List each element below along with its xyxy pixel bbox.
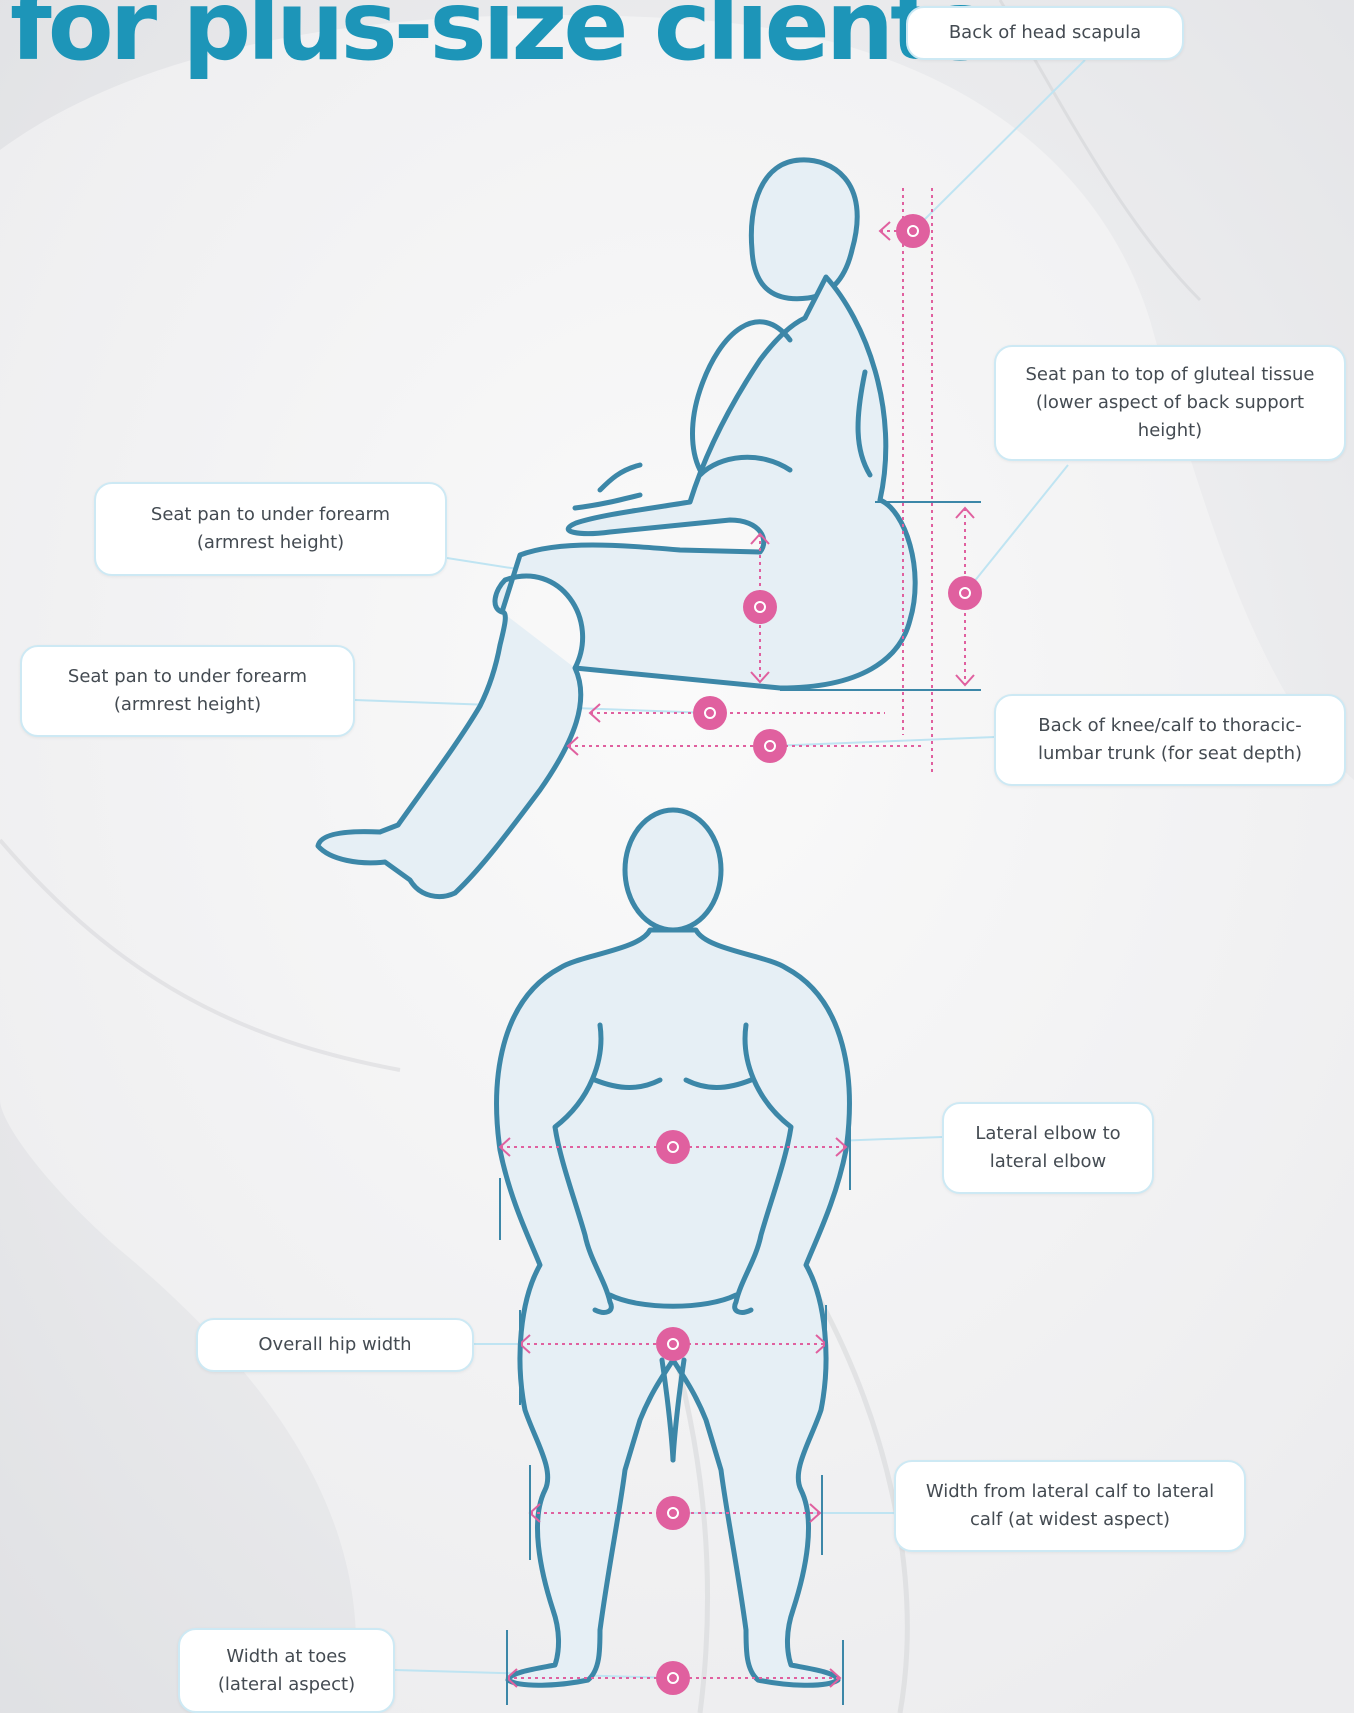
marker-elbow [656,1130,690,1164]
front-figure [497,810,850,1685]
callout-seat-to-gluteal-text: Seat pan to top of gluteal tissue (lower… [1010,361,1330,445]
callout-toes: Width at toes (lateral aspect) [178,1628,395,1713]
seated-head [751,160,857,299]
seated-leg [318,612,581,897]
marker-seat-depth [753,729,787,763]
callout-calf: Width from lateral calf to lateral calf … [894,1460,1246,1552]
callout-calf-text: Width from lateral calf to lateral calf … [910,1478,1230,1534]
marker-seat-to-gluteal [948,576,982,610]
callout-armrest-2-text: Seat pan to under forearm (armrest heigh… [36,663,339,719]
front-head [625,810,721,930]
callout-elbow-text: Lateral elbow to lateral elbow [958,1120,1138,1176]
callout-hip-text: Overall hip width [258,1331,411,1359]
marker-toes [656,1661,690,1695]
marker-hip [656,1327,690,1361]
callout-seat-depth-text: Back of knee/calf to thoracic-lumbar tru… [1010,712,1330,768]
marker-back-of-head [896,214,930,248]
marker-armrest-1 [743,590,777,624]
callout-seat-depth: Back of knee/calf to thoracic-lumbar tru… [994,694,1346,786]
callout-hip: Overall hip width [196,1318,474,1372]
callout-back-of-head: Back of head scapula [906,6,1184,60]
callout-seat-to-gluteal: Seat pan to top of gluteal tissue (lower… [994,345,1346,461]
marker-armrest-2 [693,696,727,730]
callout-armrest-1: Seat pan to under forearm (armrest heigh… [94,482,447,576]
marker-calf [656,1496,690,1530]
seated-body [495,277,915,688]
callout-elbow: Lateral elbow to lateral elbow [942,1102,1154,1194]
callout-back-of-head-text: Back of head scapula [949,19,1141,47]
callout-armrest-1-text: Seat pan to under forearm (armrest heigh… [110,501,431,557]
callout-armrest-2: Seat pan to under forearm (armrest heigh… [20,645,355,737]
callout-toes-text: Width at toes (lateral aspect) [194,1643,379,1699]
